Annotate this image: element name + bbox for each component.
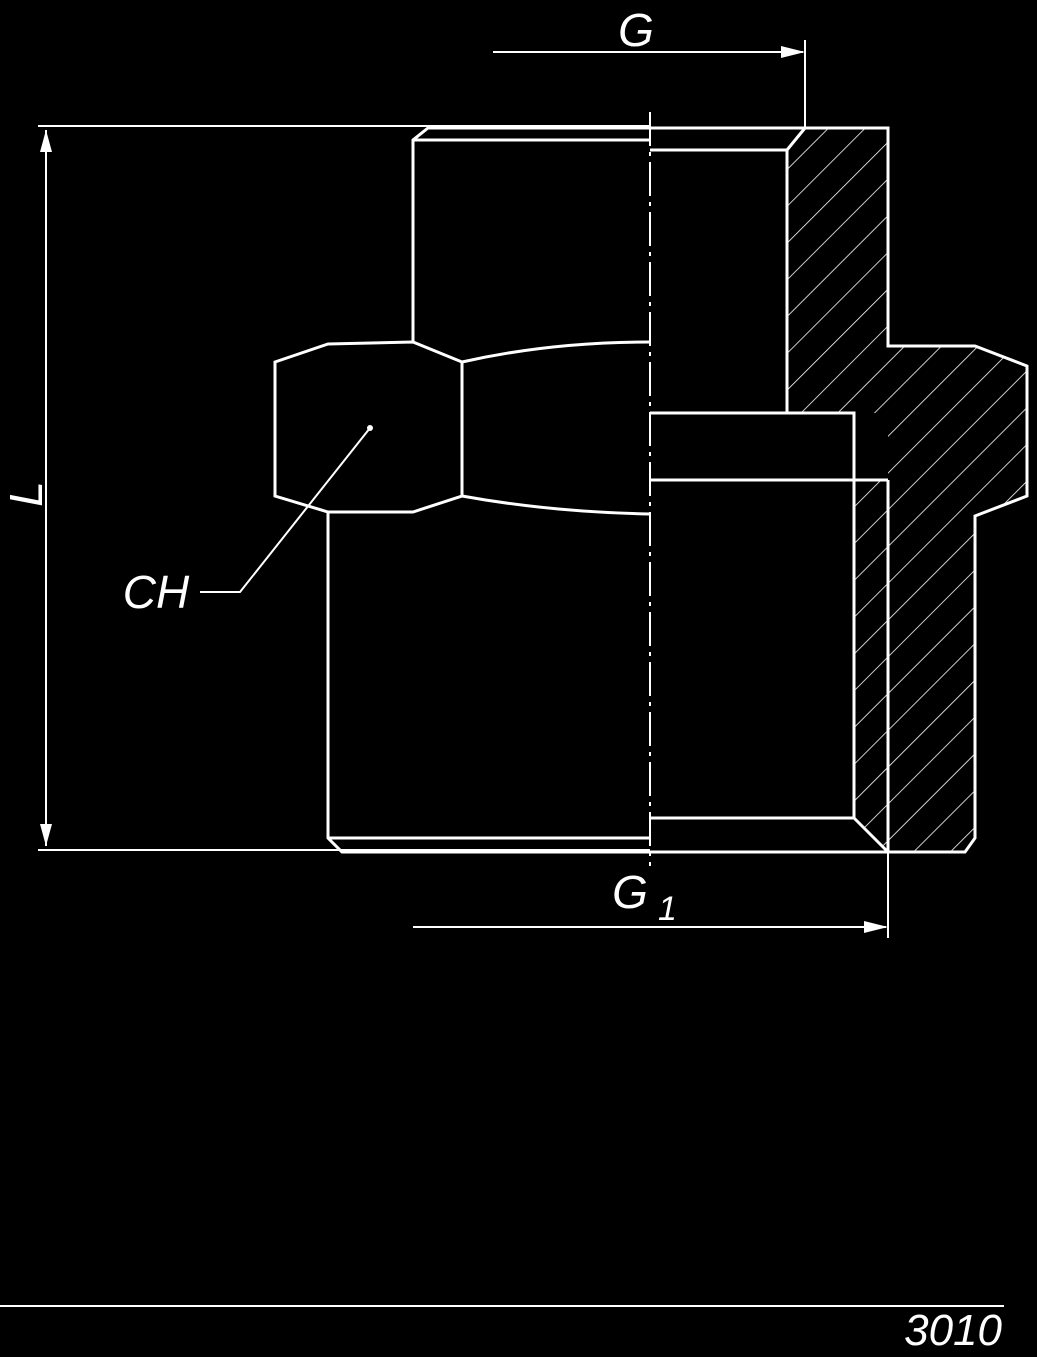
label-l: L [0, 481, 52, 507]
label-g: G [618, 4, 654, 56]
label-g1: G [612, 866, 648, 918]
drawing-number: 3010 [904, 1306, 1002, 1355]
dimension-g1 [413, 480, 889, 938]
fitting-outline [326, 126, 1029, 854]
hex-nut [273, 340, 651, 516]
ch-leader [200, 425, 373, 593]
label-g1-subscript: 1 [658, 890, 677, 928]
label-ch: CH [123, 566, 190, 618]
dimension-g [493, 40, 806, 128]
dimension-l [38, 125, 650, 851]
section-hatching [787, 128, 1027, 852]
